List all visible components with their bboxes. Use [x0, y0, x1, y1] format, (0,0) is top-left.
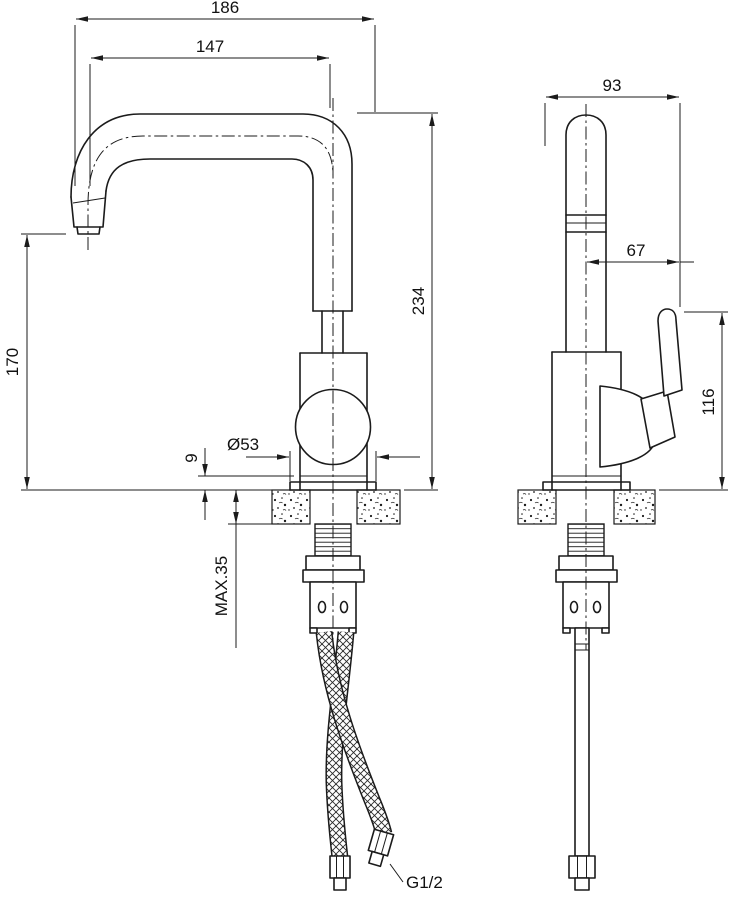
- side-handle-collar: [640, 390, 676, 449]
- side-mounting-hardware: [555, 523, 618, 634]
- front-supply-hoses: [315, 631, 395, 891]
- dim-spout-height: 234: [357, 112, 438, 491]
- dim-base-step: 9: [182, 448, 294, 520]
- side-hose-fitting: [568, 855, 596, 891]
- dim-handle-height: 116: [659, 311, 728, 491]
- dim-label-116: 116: [699, 388, 718, 415]
- side-supply-tube: [568, 627, 596, 891]
- side-view: 93 67 116: [517, 76, 728, 891]
- dim-label-93: 93: [603, 76, 622, 95]
- front-countertop-section: [271, 489, 401, 525]
- dim-label-67: 67: [627, 241, 646, 260]
- dim-depth: 93: [544, 76, 681, 307]
- dim-handle-offset: 67: [587, 241, 694, 265]
- dim-thread-size: G1/2: [389, 863, 443, 892]
- dim-label-g12: G1/2: [406, 873, 443, 892]
- dim-label-max35: MAX.35: [212, 556, 231, 616]
- dim-label-147: 147: [196, 37, 224, 56]
- dim-overall-width: 186: [74, 0, 376, 186]
- dim-label-diameter: Ø53: [227, 435, 259, 454]
- dim-label-186: 186: [211, 0, 239, 17]
- dim-label-9: 9: [182, 453, 201, 462]
- dim-spout-reach: 147: [89, 37, 331, 186]
- dim-label-170: 170: [3, 348, 22, 376]
- hose-fitting-angled: [367, 828, 395, 868]
- side-countertop-section: [517, 489, 656, 525]
- side-handle-lever: [657, 308, 683, 397]
- side-body: [542, 114, 683, 491]
- front-view: 186 147 234 170 Ø53: [3, 0, 443, 892]
- front-centerlines: [87, 98, 334, 648]
- dim-outlet-height: 170: [3, 233, 272, 491]
- dim-label-234: 234: [409, 287, 428, 315]
- hose-fitting-bottom: [329, 855, 351, 891]
- dim-max-counter-thickness: MAX.35: [212, 490, 272, 648]
- front-mounting-hardware: [302, 523, 365, 634]
- front-spout: [70, 113, 353, 354]
